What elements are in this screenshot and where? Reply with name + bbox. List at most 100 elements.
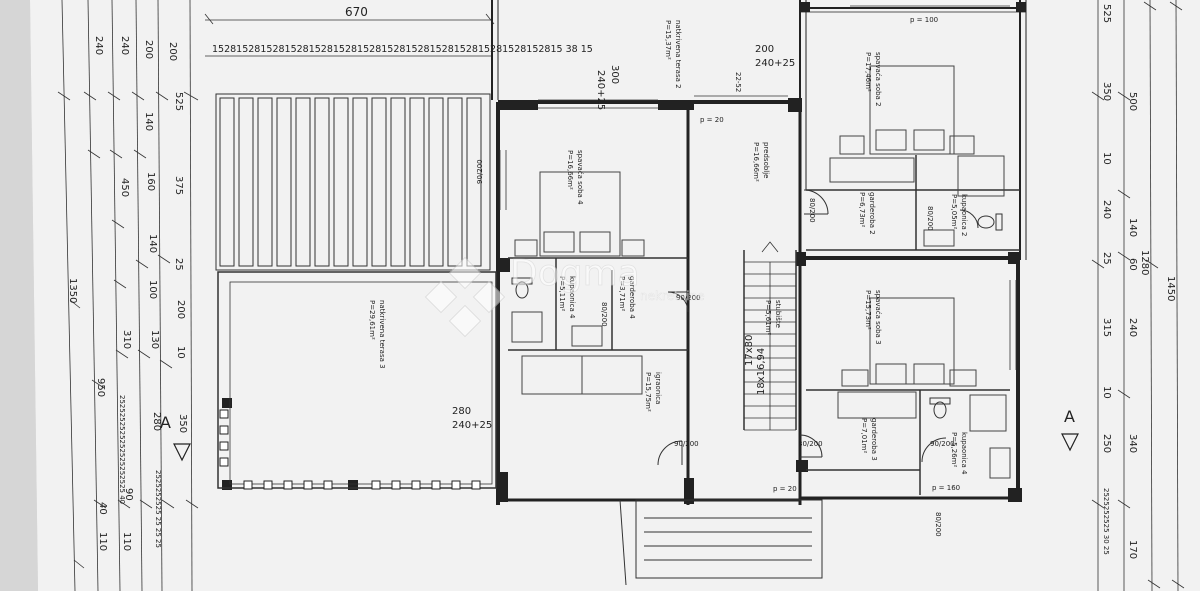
dim-110-b: 110 <box>121 532 132 551</box>
room-bathroom-4-name: kupaonica 4 <box>568 276 576 319</box>
furniture <box>511 65 1011 479</box>
note-p20-b: p = 20 <box>773 485 797 493</box>
note-22-52: 22-52 <box>734 72 742 92</box>
watermark-sub: nekretnine <box>640 289 705 303</box>
plan-dimension-labels: 300 240+25 200 240+25 280 240+25 17x80 1… <box>452 16 960 493</box>
room-bathroom-2: kupaonica 2 P=5,05m² <box>950 194 968 237</box>
dim-r-240-b: 240 <box>1127 318 1138 337</box>
door-labels: 90/200 80/200 80/200 80/200 90/200 90/20… <box>476 159 955 536</box>
door-swings <box>657 189 979 466</box>
room-bathroom-2-name: kupaonica 2 <box>960 194 968 237</box>
room-terrace-2: natkrivena terasa 2 P=15,37m² <box>664 20 682 89</box>
room-bedroom-3: spavaća soba 3 P=15,73m² <box>864 290 882 345</box>
room-terrace-2-name: natkrivena terasa 2 <box>674 20 682 89</box>
dim-280: 280 <box>151 412 162 431</box>
dim-r-10-a: 10 <box>1101 152 1112 165</box>
dim-240-25-c: 240+25 <box>452 420 492 431</box>
terrace-3-railing <box>219 409 481 490</box>
door-label-4: 80/200 <box>926 206 934 231</box>
dim-10: 10 <box>175 346 186 359</box>
dim-300: 300 <box>609 65 620 84</box>
room-bedroom-4: spavaća soba 4 P=16,66m² <box>566 150 584 205</box>
dim-40: 40 <box>97 502 108 515</box>
room-wardrobe-4-area: P=3,71m² <box>618 276 626 311</box>
room-stairs-area: P=5,61m² <box>764 300 772 335</box>
room-hallway-name: predsoblje <box>762 142 770 179</box>
room-labels: natkrivena terasa 2 P=15,37m² natkrivena… <box>368 20 968 475</box>
section-a-left: A <box>160 413 171 432</box>
paper-sheet <box>30 0 1200 591</box>
door-label-7: 80/200 <box>798 440 823 448</box>
note-p20-a: p = 20 <box>700 116 724 124</box>
dim-r-170: 170 <box>1127 540 1138 559</box>
door-label-3: 80/200 <box>808 198 816 223</box>
note-p160: p = 160 <box>932 484 960 492</box>
room-hallway-area: P=16,66m² <box>752 142 760 182</box>
room-bedroom-2-name: spavaća soba 2 <box>874 52 882 107</box>
dim-240-b: 240 <box>119 36 130 55</box>
dim-110: 110 <box>97 532 108 551</box>
room-playroom-name: igraonica <box>654 372 662 404</box>
room-terrace-3: natkrivena terasa 3 P=29,61m² <box>368 300 386 369</box>
room-bathroom-b: kupaonica 4 P=5,26m² <box>950 432 968 475</box>
room-bedroom-4-name: spavaća soba 4 <box>576 150 584 205</box>
dim-200-a: 200 <box>143 40 154 59</box>
room-wardrobe-3-name: garderoba 3 <box>870 418 878 461</box>
dim-525: 525 <box>173 92 184 111</box>
interior-partitions <box>508 155 1020 495</box>
room-wardrobe-2: garderoba 2 P=6,73m² <box>858 192 876 235</box>
door-label-9: 80/200 <box>934 512 942 537</box>
room-wardrobe-4-name: garderoba 4 <box>628 276 636 319</box>
note-p100: p = 100 <box>910 16 938 24</box>
room-terrace-2-area: P=15,37m² <box>664 20 672 60</box>
room-bedroom-2: spavaća soba 2 P=17,46m² <box>864 52 882 107</box>
dim-r-25: 25 <box>1101 252 1112 265</box>
door-label-6: 90/200 <box>676 294 701 302</box>
room-bedroom-3-area: P=15,73m² <box>864 290 872 330</box>
dim-1350: 1350 <box>67 278 78 303</box>
dim-1450: 1450 <box>1165 276 1176 301</box>
dim-r-340: 340 <box>1127 434 1138 453</box>
room-wardrobe-3-area: P=7,01m² <box>860 418 868 453</box>
dim-25: 25 <box>173 258 184 271</box>
room-wardrobe-4: garderoba 4 P=3,71m² <box>618 276 636 319</box>
section-markers: A A <box>160 407 1079 462</box>
watermark: Dogma nekretnine <box>424 253 705 338</box>
dim-240-25-a: 240+25 <box>595 70 606 110</box>
dim-17x80: 17x80 <box>744 335 755 366</box>
dim-950: 950 <box>95 378 106 397</box>
room-stairs-name: stubište <box>774 300 782 328</box>
room-bathroom-4-area: P=5,11m² <box>558 276 566 311</box>
dim-240-25-b: 240+25 <box>755 58 795 69</box>
room-terrace-3-name: natkrivena terasa 3 <box>378 300 386 369</box>
door-label-1: 90/200 <box>476 159 484 184</box>
dim-chain-bottom-2: 2525252525 25 25 25 <box>154 470 162 548</box>
top-dimension-lines <box>204 13 495 57</box>
dim-r-315: 315 <box>1101 318 1112 337</box>
terrace-3-outline <box>217 271 497 489</box>
right-dimension-lines <box>1091 0 1185 591</box>
dim-top-chain: 1528152815281528152815281528152815281528… <box>212 44 593 55</box>
dim-350: 350 <box>177 414 188 433</box>
dim-200-b: 200 <box>167 42 178 61</box>
dim-r-240-a: 240 <box>1101 200 1112 219</box>
watermark-logo-mark <box>424 256 506 338</box>
room-wardrobe-2-area: P=6,73m² <box>858 192 866 227</box>
dim-r-140: 140 <box>1127 218 1138 237</box>
door-label-5: 90/200 <box>674 440 699 448</box>
dim-310: 310 <box>121 330 132 349</box>
dim-r-chain: 2525252525 30 25 <box>1102 488 1110 555</box>
dim-280-plan: 280 <box>452 406 471 417</box>
dim-130: 130 <box>149 330 160 349</box>
dim-1280: 1280 <box>1139 250 1150 275</box>
right-dimension-labels: 1280 1450 525 350 10 240 25 315 10 250 2… <box>1101 4 1176 559</box>
room-hallway: predsoblje P=16,66m² <box>752 142 770 182</box>
section-a-right: A <box>1064 407 1075 426</box>
dim-140-a: 140 <box>143 112 154 131</box>
left-dimension-labels: 1350 950 240 240 450 310 40 110 200 200 … <box>67 36 188 551</box>
dim-670-top: 670 <box>345 5 368 19</box>
room-wardrobe-3: garderoba 3 P=7,01m² <box>860 418 878 461</box>
room-bathroom-b-area: P=5,26m² <box>950 432 958 467</box>
room-terrace-3-area: P=29,61m² <box>368 300 376 340</box>
